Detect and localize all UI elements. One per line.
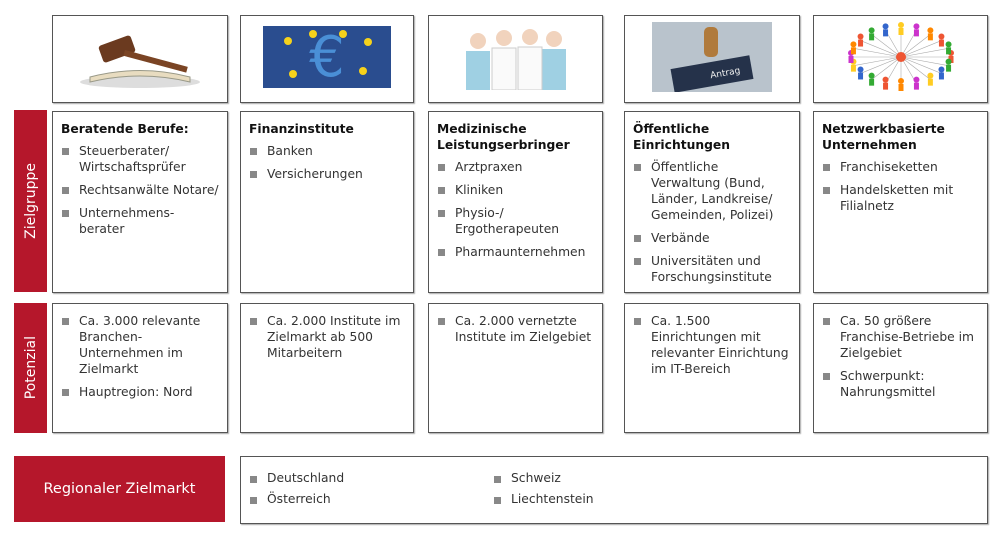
list-item: Ca. 2.000 Institute im Zielmarkt ab 500 … (249, 313, 405, 361)
euro-sign-image: € (263, 25, 391, 92)
potenzial-cell: Ca. 1.500 Einrichtungen mit relevanter E… (624, 303, 800, 433)
column-title: Netzwerkbasierte Unternehmen (822, 122, 945, 152)
stamp-image: Antrag (652, 22, 772, 96)
region-item: Schweiz (493, 471, 594, 485)
zielgruppe-label: Zielgruppe (14, 110, 47, 292)
potenzial-cell: Ca. 2.000 Institute im Zielmarkt ab 500 … (240, 303, 414, 433)
list-item: Rechtsanwälte Notare/ (61, 182, 219, 198)
potenzial-text: Potenzial (22, 336, 39, 400)
list-item: Pharmaunternehmen (437, 244, 594, 260)
region-item: Österreich (249, 492, 344, 506)
list-item: Hauptregion: Nord (61, 384, 219, 400)
list-item: Ca. 1.500 Einrichtungen mit relevanter E… (633, 313, 791, 377)
medical-staff-image (456, 25, 576, 94)
zielgruppe-cell: Beratende Berufe: Steuerberater/ Wirtscha… (52, 111, 228, 293)
column-title: Medizinische Leistungserbringer (437, 122, 570, 152)
list-item: Öffentliche Verwaltung (Bund, Länder, La… (633, 159, 791, 223)
stamp-image-box: Antrag (624, 15, 800, 103)
euro-sign-image-box: € (240, 15, 414, 103)
list-item: Steuerberater/ Wirtschaftsprüfer (61, 143, 219, 175)
column-title: Öffentliche Einrichtungen (633, 122, 730, 152)
region-item: Deutschland (249, 471, 344, 485)
list-item: Arztpraxen (437, 159, 594, 175)
potenzial-label: Potenzial (14, 303, 47, 433)
column-title: Beratende Berufe: (61, 122, 189, 136)
list-item: Handelsketten mit Filialnetz (822, 182, 979, 214)
regional-text: Regionaler Zielmarkt (43, 481, 196, 497)
column-title: Finanzinstitute (249, 122, 354, 136)
list-item: Ca. 50 größere Franchise-Betriebe im Zie… (822, 313, 979, 361)
potenzial-cell: Ca. 3.000 relevante Branchen-Unternehmen… (52, 303, 228, 433)
list-item: Unternehmens-berater (61, 205, 219, 237)
gavel-book-image (70, 22, 210, 96)
list-item: Verbände (633, 230, 791, 246)
region-item: Liechtenstein (493, 492, 594, 506)
list-item: Franchiseketten (822, 159, 979, 175)
list-item: Kliniken (437, 182, 594, 198)
list-item: Banken (249, 143, 405, 159)
list-item: Physio-/ Ergotherapeuten (437, 205, 594, 237)
potenzial-cell: Ca. 2.000 vernetzte Institute im Zielgeb… (428, 303, 603, 433)
gavel-book-image-box (52, 15, 228, 103)
potenzial-cell: Ca. 50 größere Franchise-Betriebe im Zie… (813, 303, 988, 433)
list-item: Versicherungen (249, 166, 405, 182)
list-item: Universitäten und Forschungsinstitute (633, 253, 791, 285)
network-people-image-box (813, 15, 988, 103)
list-item: Ca. 3.000 relevante Branchen-Unternehmen… (61, 313, 219, 377)
regional-label: Regionaler Zielmarkt (14, 456, 225, 522)
medical-staff-image-box (428, 15, 603, 103)
zielgruppe-text: Zielgruppe (22, 163, 39, 239)
list-item: Ca. 2.000 vernetzte Institute im Zielgeb… (437, 313, 594, 345)
network-people-image (841, 22, 961, 96)
list-item: Schwerpunkt: Nahrungsmittel (822, 368, 979, 400)
